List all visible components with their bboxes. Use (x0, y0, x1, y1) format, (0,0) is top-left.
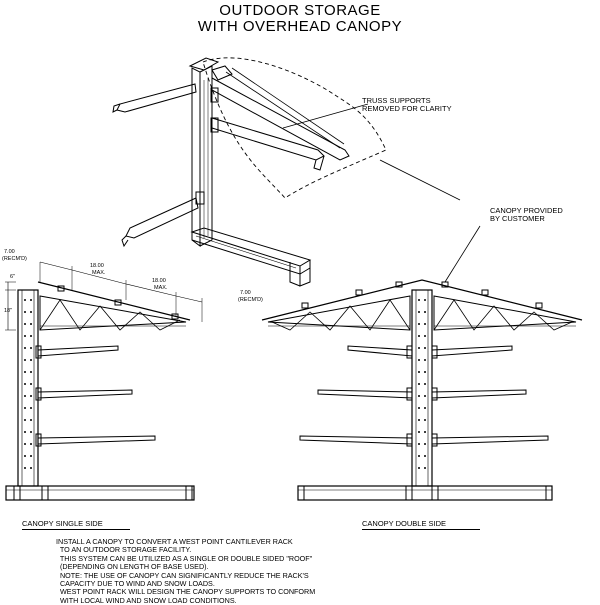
note-line: WEST POINT RACK WILL DESIGN THE CANOPY S… (56, 587, 316, 597)
dim-7-left-note: (RECM'D) (2, 256, 27, 262)
double-arm-right-1 (431, 345, 513, 357)
iso-column (191, 65, 213, 247)
single-column-holes (24, 299, 32, 469)
double-arm-left-1 (347, 345, 413, 357)
dim-18-b: 18.00 (152, 278, 166, 284)
iso-arm-upper-left (116, 83, 197, 113)
dim-along-roof (39, 261, 203, 303)
double-side-elevation (261, 279, 583, 501)
caption-double-side: CANOPY DOUBLE SIDE (362, 519, 480, 530)
canopy-note-line-2: BY CUSTOMER (490, 214, 545, 223)
single-roof (37, 281, 191, 321)
note-line: TO AN OUTDOOR STORAGE FACILITY. (56, 545, 192, 555)
dim-18-inch: 18" (4, 308, 13, 314)
single-arm-3 (37, 435, 156, 445)
single-side-elevation (5, 261, 203, 501)
caption-single-side: CANOPY SINGLE SIDE (22, 519, 130, 530)
canopy-note-line-1: CANOPY PROVIDED (490, 206, 563, 215)
dim-6in (5, 281, 16, 291)
dim-7-right: 7.00 (240, 290, 251, 296)
iso-canopy-arm (211, 65, 233, 81)
double-column (411, 289, 433, 487)
single-base (5, 485, 195, 501)
truss-note-line-1: TRUSS SUPPORTS (362, 96, 431, 105)
notes-block: INSTALL A CANOPY TO CONVERT A WEST POINT… (56, 537, 316, 605)
iso-truss-arm-1 (211, 77, 350, 161)
note-line: INSTALL A CANOPY TO CONVERT A WEST POINT… (56, 537, 293, 546)
canopy-note-leader-1 (379, 159, 461, 201)
double-roof (261, 279, 583, 321)
double-arm-right-3 (431, 435, 549, 445)
double-arm-left-3 (299, 435, 413, 445)
truss-note-leader (282, 103, 369, 129)
single-arm-1 (37, 345, 119, 357)
double-base (297, 485, 553, 501)
note-line: CAPACITY DUE TO WIND AND SNOW LOADS. (56, 579, 215, 589)
note-line: NOTE: THE USE OF CANOPY CAN SIGNIFICANTL… (56, 570, 309, 580)
dim-7-right-note: (RECM'D) (238, 297, 263, 303)
iso-base (190, 227, 312, 267)
iso-arm-lower-left (125, 197, 199, 239)
dim-18-a: 18.00 (90, 263, 104, 269)
double-arm-right-2 (431, 389, 527, 399)
diagram-title-line-1: OUTDOOR STORAGE (219, 2, 381, 19)
isometric-rack-view (112, 57, 387, 287)
note-line: (DEPENDING ON LENGTH OF BASE USED). (56, 562, 209, 572)
single-arm-2 (37, 389, 133, 399)
dim-7-left: 7.00 (4, 249, 15, 255)
dim-18in (5, 290, 16, 331)
note-line: WITH LOCAL WIND AND SNOW LOAD CONDITIONS… (56, 595, 237, 605)
dim-18-b-note: MAX. (154, 285, 168, 291)
diagram-title-line-2: WITH OVERHEAD CANOPY (197, 18, 403, 35)
double-column-holes (418, 299, 426, 469)
iso-arm-mid (211, 117, 325, 161)
canopy-note-leader-2 (444, 225, 481, 283)
dim-18-a-note: MAX. (92, 270, 106, 276)
dim-6-inch: 6" (10, 274, 16, 280)
truss-note-line-2: REMOVED FOR CLARITY (362, 104, 452, 113)
single-column (17, 289, 39, 487)
canopy-outline-dashed (202, 57, 387, 199)
note-line: THIS SYSTEM CAN BE UTILIZED AS A SINGLE … (56, 553, 313, 563)
double-arm-left-2 (317, 389, 413, 399)
